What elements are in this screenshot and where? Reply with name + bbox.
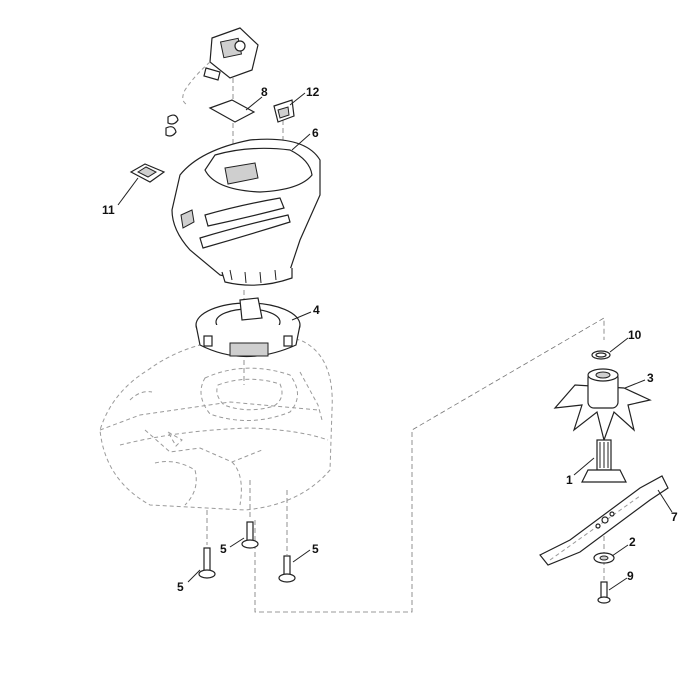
callout-10: 10 <box>628 328 642 342</box>
callout-12: 12 <box>306 85 320 99</box>
callout-5-middle: 5 <box>220 542 227 556</box>
part-7-blade <box>539 475 669 566</box>
callout-labels: 8 12 6 11 4 10 3 1 7 2 9 5 5 5 <box>102 85 678 594</box>
callout-11: 11 <box>102 203 115 217</box>
callout-7: 7 <box>671 510 678 524</box>
callout-4: 4 <box>313 303 320 317</box>
part-4-mount-ring <box>195 297 301 358</box>
callout-5-left: 5 <box>177 580 184 594</box>
callout-3: 3 <box>647 371 654 385</box>
callout-1: 1 <box>566 473 573 487</box>
part-1-blade-adapter <box>581 439 627 483</box>
cable-clips <box>165 114 179 137</box>
control-module <box>182 27 259 105</box>
part-5-screw-right <box>278 555 296 583</box>
part-11-switch <box>129 163 166 183</box>
part-5-screw-middle <box>241 521 259 549</box>
callout-9: 9 <box>627 569 634 583</box>
part-6-battery-housing <box>171 138 321 286</box>
part-12-key <box>273 99 295 123</box>
part-3-fan <box>553 368 652 443</box>
callout-6: 6 <box>312 126 319 140</box>
part-9-bolt <box>597 581 611 604</box>
part-2-washer <box>593 552 615 564</box>
mower-deck-outline <box>99 336 333 511</box>
part-10-circlip <box>591 350 611 360</box>
callout-8: 8 <box>261 85 268 99</box>
leader-lines <box>117 92 673 591</box>
part-8-cover-plate <box>208 99 256 123</box>
part-5-screw-left <box>198 547 216 579</box>
callout-5-right: 5 <box>312 542 319 556</box>
callout-2: 2 <box>629 535 636 549</box>
